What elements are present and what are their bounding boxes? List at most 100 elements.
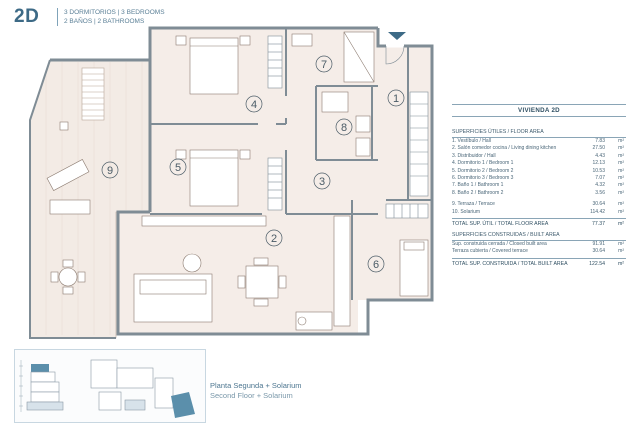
bedroom-2-furniture — [175, 149, 251, 207]
terrace-area-label: 10. Solarium — [452, 208, 481, 215]
useful-area-label: 6. Dormitorio 3 / Bedroom 3 — [452, 174, 514, 181]
room-4-label: 4 — [251, 99, 257, 111]
room-5-circle — [169, 158, 187, 176]
room-3-circle — [313, 172, 331, 190]
room-8-label: 8 — [341, 122, 347, 134]
useful-area-unit: m² — [618, 189, 624, 196]
terrace-railing — [29, 59, 116, 339]
room-4-circle — [245, 95, 263, 113]
useful-area-row: 7. Baño 1 / Bathroom 1 4.32 m² — [452, 182, 626, 189]
built-total-unit: m² — [617, 260, 624, 267]
built-area-header: SUPERFICIES CONSTRUIDAS / BUILT AREA — [452, 232, 626, 241]
built-area-unit: m² — [618, 240, 624, 247]
built-area-rows: Sup. construida cerrada / Closed built a… — [452, 241, 626, 256]
terrace-pillar — [59, 121, 69, 131]
useful-area-unit: m² — [618, 160, 624, 167]
terrace-area-row: 10. Solarium 114.42 m² — [452, 209, 626, 216]
bathroom-1-fixtures — [291, 31, 375, 83]
room-6-circle — [367, 255, 385, 273]
room-2-circle — [265, 229, 283, 247]
key-plan — [14, 349, 206, 423]
header-divider — [57, 8, 58, 26]
useful-area-label: 2. Salón comedor cocina / Living dining … — [452, 145, 557, 152]
room-7-circle — [315, 55, 333, 73]
room-2-label: 2 — [271, 233, 277, 245]
bathrooms-label: 2 BAÑOS | 2 BATHROOMS — [64, 18, 145, 25]
useful-area-row: 4. Dormitorio 1 / Bedroom 1 12.13 m² — [452, 160, 626, 167]
built-total-row: TOTAL SUP. CONSTRUIDA / TOTAL BUILT AREA… — [452, 257, 626, 269]
built-area-row: Terraza cubierta / Covered terrace 30.64 m… — [452, 248, 626, 255]
entrance-door — [385, 44, 405, 65]
room-7-label: 7 — [321, 59, 327, 71]
built-area-unit: m² — [618, 248, 624, 255]
sun-loungers — [46, 159, 91, 215]
useful-area-value: 10.53 — [592, 167, 605, 174]
bedroom-3-furniture — [399, 239, 429, 297]
room-1-label: 1 — [393, 93, 399, 105]
bedroom-1-furniture — [175, 35, 251, 95]
hall-wardrobe — [409, 91, 429, 197]
terrace-table — [50, 259, 86, 295]
key-plan-caption-es: Planta Segunda + Solarium — [210, 381, 302, 390]
table-title: VIVIENDA 2D — [452, 104, 626, 117]
terrace-stair — [81, 67, 105, 121]
room-3-label: 3 — [319, 176, 325, 188]
useful-area-unit: m² — [618, 138, 624, 144]
key-unit-highlight — [171, 392, 195, 418]
useful-area-unit: m² — [618, 174, 624, 181]
useful-area-label: 1. Vestíbulo / Hall — [452, 138, 491, 144]
floor-plan: 1 2 3 4 5 6 7 8 9 — [29, 26, 434, 339]
useful-area-row: 2. Salón comedor cocina / Living dining … — [452, 145, 626, 152]
useful-area-row: 5. Dormitorio 2 / Bedroom 2 10.53 m² — [452, 168, 626, 175]
useful-area-label: 4. Dormitorio 1 / Bedroom 1 — [452, 160, 514, 167]
terrace-area-unit: m² — [618, 201, 624, 208]
terrace-area-value: 30.64 — [592, 201, 605, 208]
useful-area-row: 3. Distribuidor / Hall 4.43 m² — [452, 153, 626, 160]
useful-area-value: 12.13 — [592, 160, 605, 167]
useful-area-unit: m² — [618, 167, 624, 174]
terrace-area-label: 9. Terraza / Terrace — [452, 201, 495, 208]
useful-total-row: TOTAL SUP. ÚTIL / TOTAL FLOOR AREA 77.37… — [452, 217, 626, 229]
useful-area-value: 7.07 — [595, 174, 605, 181]
useful-area-label: 3. Distribuidor / Hall — [452, 152, 496, 159]
key-plan-caption-en: Second Floor + Solarium — [210, 391, 293, 400]
useful-area-unit: m² — [618, 152, 624, 159]
useful-area-value: 4.43 — [595, 152, 605, 159]
useful-area-row: 6. Dormitorio 3 / Bedroom 3 7.07 m² — [452, 175, 626, 182]
useful-area-header: SUPERFICIES ÚTILES / FLOOR AREA — [452, 129, 626, 138]
built-total-label: TOTAL SUP. CONSTRUIDA / TOTAL BUILT AREA — [452, 260, 568, 267]
unit-code: 2D — [14, 6, 40, 27]
built-total-value: 122.54 — [589, 260, 605, 267]
room-1-circle — [387, 89, 405, 107]
terrace-area-unit: m² — [618, 208, 624, 215]
built-area-value: 30.64 — [592, 248, 605, 255]
useful-area-label: 5. Dormitorio 2 / Bedroom 2 — [452, 167, 514, 174]
wardrobe-3 — [385, 203, 429, 219]
built-area-row: Sup. construida cerrada / Closed built a… — [452, 241, 626, 248]
bedrooms-label: 3 DORMITORIOS | 3 BEDROOMS — [64, 9, 165, 16]
useful-area-unit: m² — [618, 145, 624, 152]
bathroom-2-fixtures — [321, 91, 371, 157]
useful-area-unit: m² — [618, 182, 624, 189]
room-5-label: 5 — [175, 162, 181, 174]
living-furniture — [133, 215, 351, 331]
key-floor-highlight — [31, 364, 49, 372]
built-area-label: Sup. construida cerrada / Closed built a… — [452, 240, 547, 247]
terrace-area-row: 9. Terraza / Terrace 30.64 m² — [452, 201, 626, 208]
wardrobe-2 — [267, 157, 283, 211]
useful-total-label: TOTAL SUP. ÚTIL / TOTAL FLOOR AREA — [452, 220, 549, 227]
interior-walls — [150, 28, 432, 300]
useful-area-value: 4.32 — [595, 182, 605, 189]
useful-area-label: 7. Baño 1 / Bathroom 1 — [452, 182, 504, 189]
built-area-value: 91.91 — [592, 240, 605, 247]
key-plan-drawing — [19, 359, 195, 418]
room-9-circle — [101, 161, 119, 179]
built-area-label: Terraza cubierta / Covered terrace — [452, 248, 528, 255]
room-8-circle — [335, 118, 353, 136]
terrace-area-value: 114.42 — [590, 208, 605, 215]
useful-area-value: 27.50 — [592, 145, 605, 152]
